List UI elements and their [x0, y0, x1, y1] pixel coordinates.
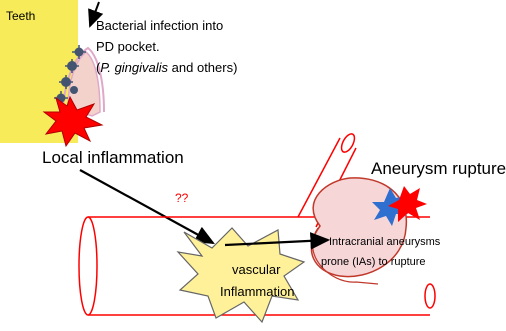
- local-inflammation-label: Local inflammation: [42, 148, 184, 167]
- aneurysm-rupture-label: Aneurysm rupture: [371, 159, 506, 178]
- unknown-link-label: ??: [175, 191, 189, 205]
- infection-text-line2: PD pocket.: [96, 39, 160, 54]
- ias-label-line2: prone (IAs) to rupture: [321, 256, 426, 268]
- infection-text-line3: (P. gingivalis and others): [96, 60, 237, 75]
- vascular-label-line2: Inflammation: [220, 284, 294, 299]
- ias-label-line1: Intracranial aneurysms: [329, 236, 441, 248]
- vascular-label-line1: vascular: [232, 262, 281, 277]
- infection-text-line1: Bacterial infection into: [96, 18, 223, 33]
- main-vessel-right-end: [425, 284, 435, 308]
- teeth-label: Teeth: [6, 9, 35, 23]
- inflammation-arrow: [80, 170, 213, 243]
- main-vessel-left-end: [79, 217, 97, 315]
